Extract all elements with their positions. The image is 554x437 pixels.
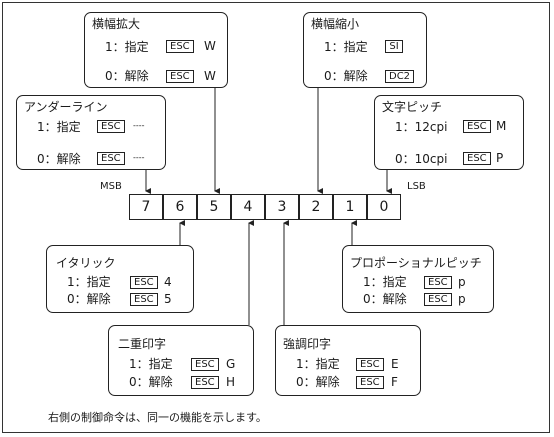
off-label: 0：解除: [296, 375, 340, 389]
on-suffix: W: [204, 39, 216, 53]
box-title: 二重印字: [118, 337, 167, 351]
underline-box: アンダーライン 1：指定 ESC ---- 0：解除 ESC ----: [16, 95, 166, 170]
on-suffix: E: [391, 357, 399, 371]
on-label: 1：指定: [67, 275, 111, 289]
on-label: 1：指定: [363, 275, 407, 289]
on-code: ESC: [356, 358, 384, 371]
off-suffix: P: [496, 151, 504, 165]
on-label: 1：指定: [37, 120, 81, 134]
off-code: ESC: [424, 293, 452, 306]
on-code: ESC: [463, 120, 491, 133]
on-label: 1：指定: [129, 357, 173, 371]
off-label: 0：解除: [363, 292, 407, 306]
bit-cell-4: 4: [231, 194, 265, 220]
proportional-box: プロポーショナルピッチ 1：指定 ESC p 0：解除 ESC p: [342, 245, 494, 313]
on-label: 1：指定: [296, 357, 340, 371]
italic-box: イタリック 1：指定 ESC 4 0：解除 ESC 5: [46, 245, 194, 313]
off-code: ESC: [97, 152, 125, 165]
off-code: ESC: [130, 293, 158, 306]
on-code: SI: [385, 40, 403, 53]
off-suffix: W: [204, 69, 216, 83]
on-label: 1：指定: [105, 40, 149, 54]
bit-cell-3: 3: [265, 194, 299, 220]
bit-cell-6: 6: [163, 194, 197, 220]
diagram-frame: [2, 2, 550, 433]
on-suffix: G: [226, 357, 236, 371]
box-title: アンダーライン: [24, 100, 108, 114]
off-code: ESC: [463, 152, 491, 165]
box-title: プロポーショナルピッチ: [350, 256, 482, 270]
off-label: 0：解除: [324, 69, 368, 83]
off-suffix: F: [391, 375, 398, 389]
double-strike-box: 二重印字 1：指定 ESC G 0：解除 ESC H: [108, 325, 254, 396]
pitch-box: 文字ピッチ 1：12cpi ESC M 0：10cpi ESC P: [374, 95, 524, 170]
bit-cell-2: 2: [299, 194, 333, 220]
bit-cell-1: 1: [333, 194, 367, 220]
on-label: 1：指定: [324, 40, 368, 54]
box-title: 横幅拡大: [92, 17, 141, 31]
on-code: ESC: [191, 358, 219, 371]
off-label: 0：解除: [67, 292, 111, 306]
off-suffix: 5: [164, 292, 172, 306]
msb-label: MSB: [100, 181, 122, 192]
on-suffix: M: [496, 119, 507, 133]
emphasized-box: 強調印字 1：指定 ESC E 0：解除 ESC F: [275, 325, 421, 396]
off-code: DC2: [385, 70, 415, 83]
on-code: ESC: [130, 276, 158, 289]
on-code: ESC: [166, 40, 194, 53]
on-suffix: ----: [133, 121, 145, 130]
off-suffix: H: [226, 375, 236, 389]
off-code: ESC: [166, 70, 194, 83]
off-label: 0：解除: [129, 375, 173, 389]
bit-cell-7: 7: [129, 194, 163, 220]
off-label: 0：10cpi: [395, 152, 448, 166]
box-title: イタリック: [56, 256, 116, 270]
box-title: 横幅縮小: [311, 17, 360, 31]
box-title: 強調印字: [283, 337, 332, 351]
condensed-box: 横幅縮小 1：指定 SI 0：解除 DC2: [303, 12, 427, 88]
off-code: ESC: [356, 376, 384, 389]
off-code: ESC: [191, 376, 219, 389]
on-label: 1：12cpi: [395, 120, 448, 134]
off-label: 0：解除: [37, 152, 81, 166]
double-width-box: 横幅拡大 1：指定 ESC W 0：解除 ESC W: [84, 12, 228, 88]
box-title: 文字ピッチ: [382, 100, 443, 114]
footnote: 右側の制御命令は、同一の機能を示します。: [48, 411, 267, 424]
lsb-label: LSB: [407, 181, 426, 192]
off-label: 0：解除: [105, 69, 149, 83]
on-code: ESC: [424, 276, 452, 289]
on-code: ESC: [97, 120, 125, 133]
bit-cell-0: 0: [367, 194, 401, 220]
on-suffix: 4: [164, 275, 172, 289]
off-suffix: p: [458, 292, 466, 306]
off-suffix: ----: [133, 153, 145, 162]
on-suffix: p: [458, 275, 466, 289]
bit-cell-5: 5: [197, 194, 231, 220]
